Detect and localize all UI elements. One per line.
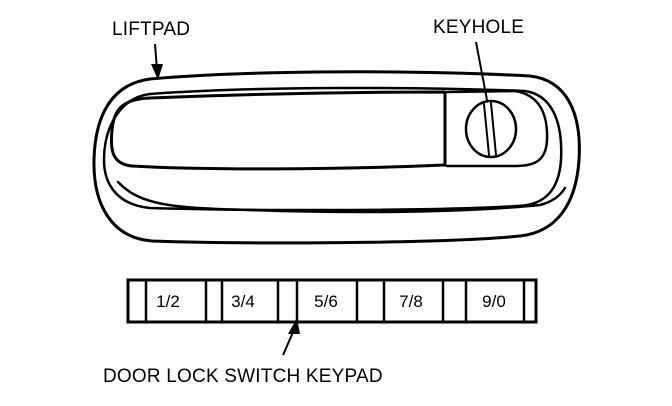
handle-lower-ridge: [116, 180, 567, 214]
liftpad-label: LIFTPAD: [112, 19, 191, 40]
keyhole-label: KEYHOLE: [433, 17, 525, 38]
keypad-key-1-2[interactable]: 1/2: [156, 292, 180, 311]
keypad-key-7-8[interactable]: 7/8: [399, 292, 423, 311]
keypad-strip: [126, 278, 538, 324]
keypad-frame: [126, 278, 538, 324]
keyhole-cylinder: [464, 99, 518, 159]
keypad-leader: [282, 318, 300, 356]
keypad-key-9-0[interactable]: 9/0: [482, 292, 506, 311]
keyhole-housing: [445, 89, 549, 168]
door-lock-switch-keypad-label: DOOR LOCK SWITCH KEYPAD: [103, 366, 383, 387]
liftpad-recess: [109, 90, 447, 171]
handle-outer-body: [92, 70, 581, 245]
keypad-key-3-4[interactable]: 3/4: [231, 292, 255, 311]
liftpad-leader: [151, 43, 163, 80]
key-slot-right: [490, 102, 497, 156]
handle-inner-rim: [102, 86, 563, 212]
keyhole-leader: [475, 41, 488, 101]
keypad-key-5-6[interactable]: 5/6: [314, 292, 338, 311]
key-slot-left: [483, 103, 490, 156]
